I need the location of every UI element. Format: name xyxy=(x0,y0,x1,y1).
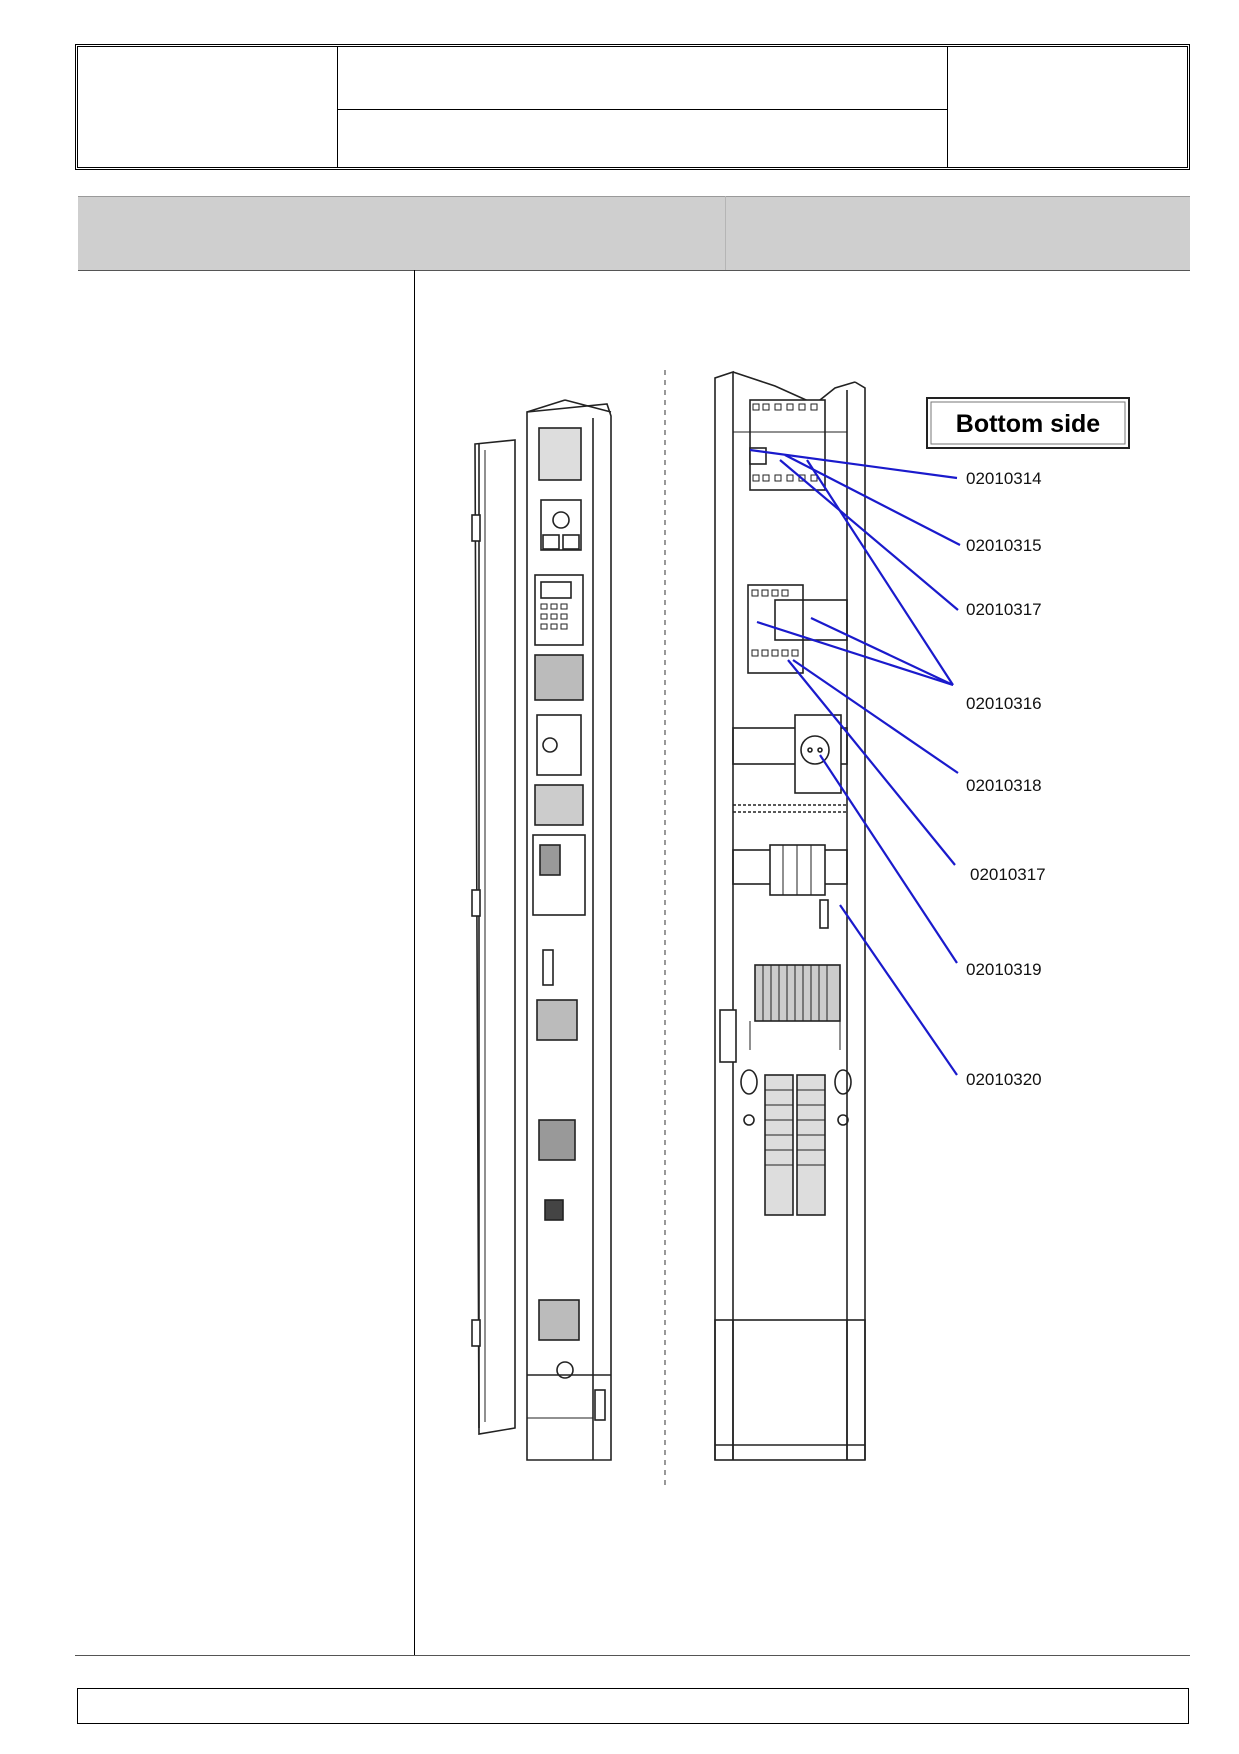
callout-lines xyxy=(749,448,961,1076)
column-divider xyxy=(414,270,415,1656)
callout-label: 02010316 xyxy=(966,694,1042,713)
callout-label: 02010314 xyxy=(966,469,1042,488)
open-cabinet-view xyxy=(471,399,612,1461)
title-band xyxy=(78,196,1190,271)
header-divider-left xyxy=(337,47,338,167)
callout-label: 02010317 xyxy=(966,600,1042,619)
cabinet-drawing: Bottom side 02010314 02010315 02010317 0… xyxy=(471,370,1130,1490)
title-band-divider xyxy=(725,196,726,270)
callout-label: 02010319 xyxy=(966,960,1042,979)
callout-label: 02010315 xyxy=(966,536,1042,555)
bottom-side-view xyxy=(714,370,866,1461)
header-divider-right xyxy=(947,47,948,167)
body-bottom-rule xyxy=(75,1655,1190,1656)
header-table xyxy=(75,44,1190,170)
view-label: Bottom side xyxy=(956,410,1101,438)
view-label-box xyxy=(926,397,1130,449)
callout-label: 02010318 xyxy=(966,776,1042,795)
body-top-rule xyxy=(78,270,1190,271)
header-divider-middle xyxy=(337,109,948,110)
callout-label: 02010320 xyxy=(966,1070,1042,1089)
footer-box xyxy=(77,1688,1189,1724)
callout-label: 02010317 xyxy=(970,865,1046,884)
